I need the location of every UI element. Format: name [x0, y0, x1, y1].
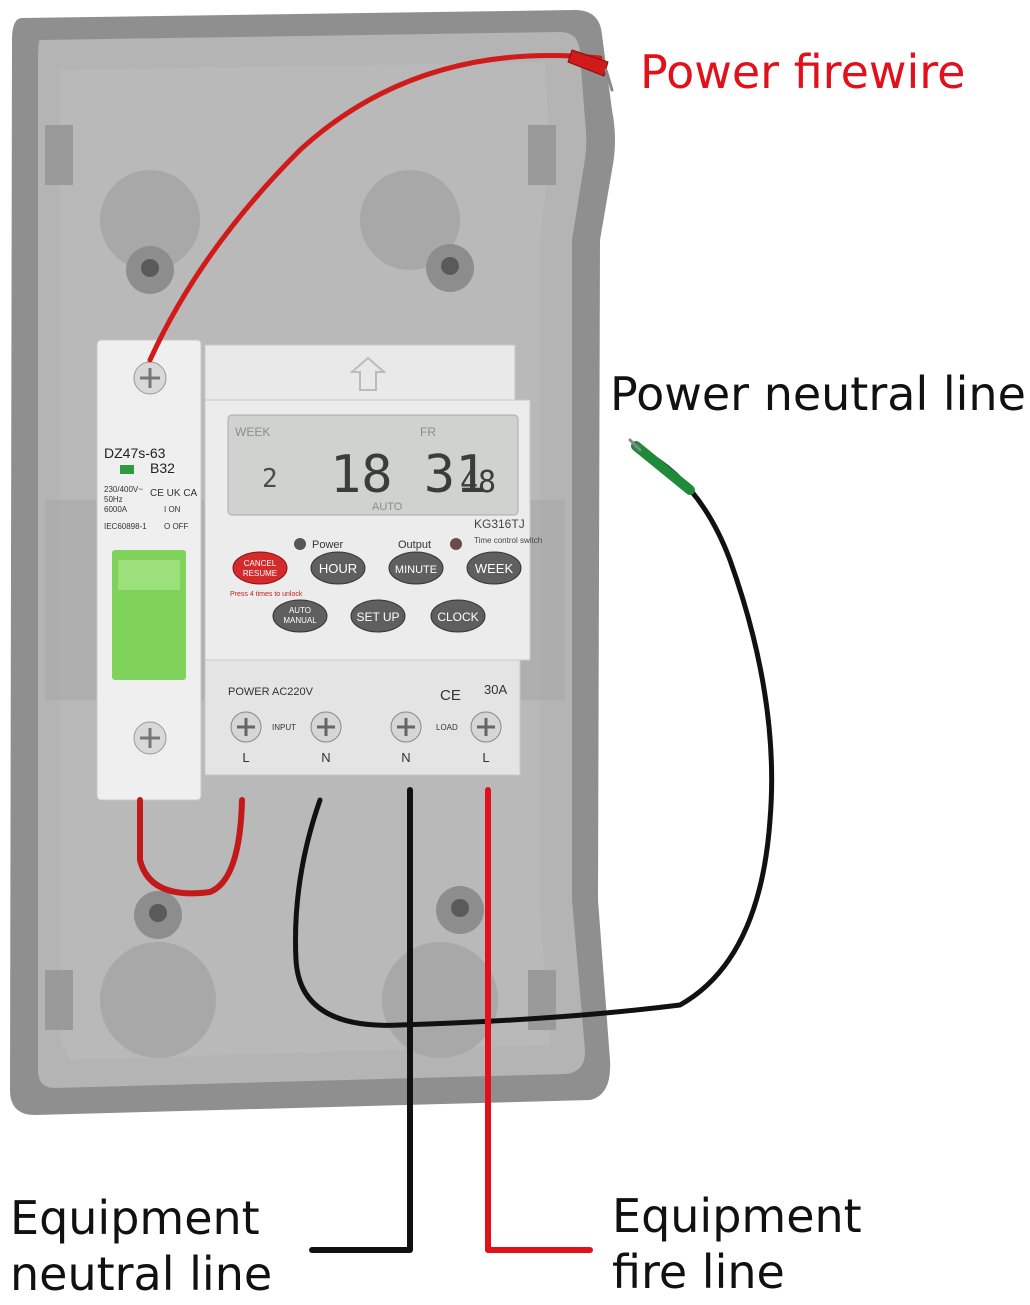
current-rating: 30A — [484, 682, 507, 697]
svg-text:CLOCK: CLOCK — [437, 610, 478, 624]
lcd-time: 18 31 — [330, 445, 487, 505]
breaker-voltage: 230/400V~ — [104, 485, 143, 494]
lcd-screen — [227, 414, 519, 516]
svg-text:HOUR: HOUR — [319, 561, 357, 576]
terminal-screws — [230, 711, 502, 743]
lcd-seconds: 48 — [460, 465, 496, 500]
power-spec: POWER AC220V — [228, 686, 314, 698]
timer-model: KG316TJ — [474, 517, 525, 531]
auto-label: AUTO — [289, 606, 311, 615]
label-equipment-neutral-line-2: neutral line — [10, 1247, 273, 1302]
minute-button[interactable]: MINUTE — [388, 551, 444, 585]
terminal-label-load-l: L — [482, 750, 489, 765]
output-led-label: Output — [398, 539, 431, 551]
equipment-neutral-wire — [309, 787, 413, 1253]
timer-subtitle: Time control switch — [474, 536, 542, 545]
load-label: LOAD — [436, 723, 458, 732]
lcd-mode: AUTO — [372, 501, 403, 513]
manual-label: MANUAL — [283, 616, 317, 625]
breaker-on-label: I ON — [164, 505, 181, 514]
terminal-label-load-n: N — [401, 750, 410, 765]
hour-button[interactable]: HOUR — [310, 551, 366, 585]
label-equipment-neutral-line-1: Equipment — [10, 1191, 260, 1245]
svg-text:WEEK: WEEK — [475, 561, 514, 576]
label-power-neutral-line: Power neutral line — [610, 367, 1026, 421]
breaker-marks: CE UK CA — [150, 488, 198, 499]
breaker-off-label: O OFF — [164, 522, 189, 531]
label-equipment-fire-line-1: Equipment — [612, 1189, 862, 1243]
side-clips — [45, 125, 556, 1030]
breaker-standard: IEC60898-1 — [104, 522, 147, 531]
label-power-firewire: Power firewire — [640, 45, 966, 99]
cancel-label: CANCEL — [244, 559, 277, 568]
clock-button[interactable]: CLOCK — [430, 599, 486, 633]
label-equipment-neutral-line: Equipment neutral line — [10, 1190, 272, 1302]
breaker-capacity: 6000A — [104, 505, 128, 514]
power-neutral-ferrule — [631, 441, 695, 495]
power-led-icon — [294, 538, 306, 550]
breaker-rating: B32 — [150, 460, 175, 476]
equipment-fire-wire — [485, 787, 593, 1253]
label-equipment-fire-line: Equipment fire line — [612, 1188, 862, 1300]
breaker-to-timer-wire — [137, 797, 245, 897]
ce-mark: CE — [440, 687, 461, 704]
auto-manual-button[interactable]: AUTO MANUAL — [272, 599, 328, 633]
input-label: INPUT — [272, 723, 296, 732]
power-neutral-wire — [293, 447, 775, 1028]
cancel-resume-button[interactable]: CANCEL RESUME — [232, 551, 288, 585]
power-led-label: Power — [312, 539, 344, 551]
svg-text:MINUTE: MINUTE — [395, 564, 437, 576]
power-firewire-wire — [147, 53, 603, 363]
svg-text:SET UP: SET UP — [356, 610, 399, 624]
lcd-day-number: 2 — [262, 464, 278, 494]
label-equipment-fire-line-2: fire line — [612, 1245, 785, 1300]
resume-label: RESUME — [243, 569, 277, 578]
terminal-label-input-n: N — [321, 750, 330, 765]
set-up-button[interactable]: SET UP — [350, 599, 406, 633]
circuit-breaker: DZ47s-63 B32 230/400V~ CE UK CA 50Hz 600… — [96, 339, 202, 801]
breaker-model: DZ47s-63 — [104, 445, 166, 461]
lcd-day-label: FR — [420, 425, 436, 439]
lcd-week-label: WEEK — [235, 425, 270, 439]
unlock-hint: Press 4 times to unlock — [230, 591, 303, 598]
wires — [137, 49, 775, 1253]
power-firewire-ferrule — [567, 49, 609, 77]
breaker-frequency: 50Hz — [104, 495, 123, 504]
week-button[interactable]: WEEK — [466, 551, 522, 585]
mounting-posts — [100, 170, 498, 1058]
timer-switch: WEEK FR 2 18 31 48 AUTO KG316TJ Time con… — [204, 344, 542, 776]
output-led-icon — [450, 538, 462, 550]
terminal-label-input-l: L — [242, 750, 249, 765]
